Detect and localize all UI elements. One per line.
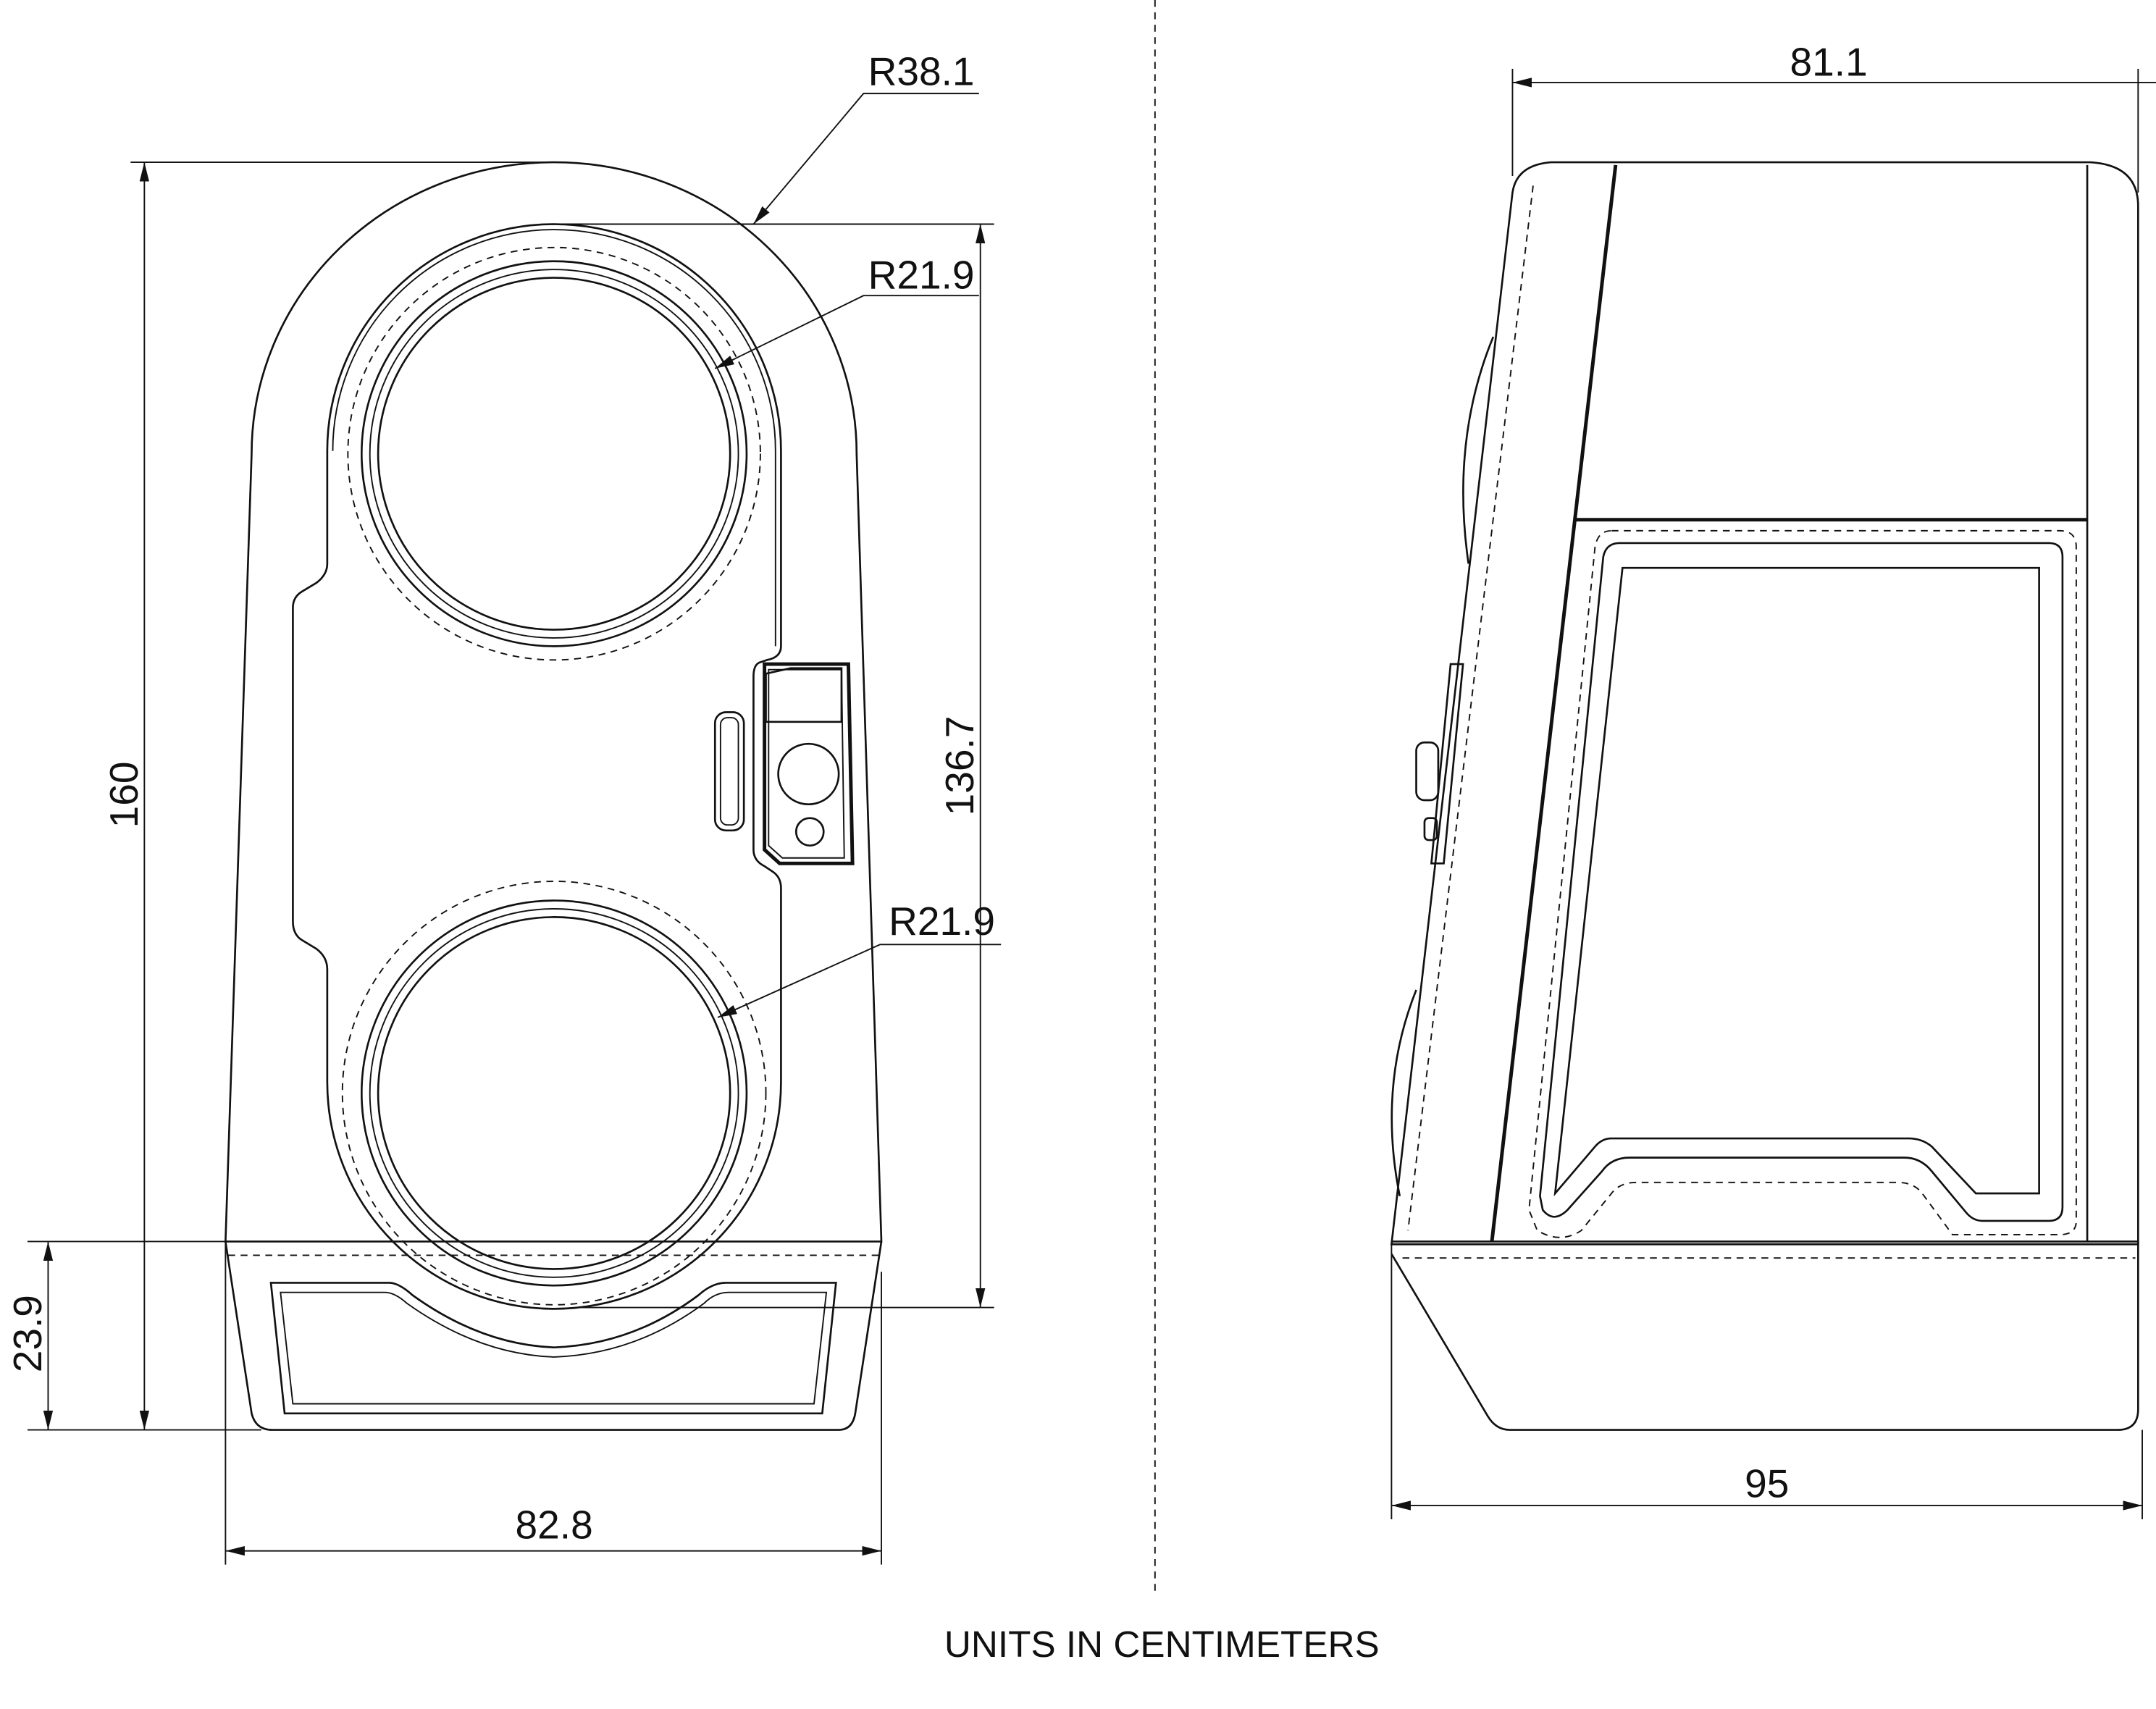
side-recess-outer bbox=[1539, 542, 2064, 1222]
upper-woofer-bulge bbox=[1462, 336, 1495, 564]
base-recess-outer bbox=[269, 1282, 837, 1415]
dim-top-radius: R38.1 bbox=[868, 49, 975, 94]
front-panel-outline bbox=[292, 223, 782, 1310]
control-panel bbox=[713, 662, 855, 865]
dim-top-depth: 81.1 bbox=[1790, 39, 1868, 84]
side-recess-dashed bbox=[1528, 529, 2077, 1238]
dim-panel-height: 136.7 bbox=[937, 716, 982, 816]
front-body-outline bbox=[224, 161, 883, 1243]
units-note: UNITS IN CENTIMETERS bbox=[944, 1624, 1380, 1665]
dim-base-width: 82.8 bbox=[516, 1503, 593, 1548]
lower-woofer-bulge bbox=[1391, 989, 1417, 1197]
front-panel-inner bbox=[332, 229, 776, 647]
dim-overall-height: 160 bbox=[101, 761, 146, 828]
side-dimensions: 81.1 95 bbox=[1391, 39, 2156, 1519]
side-base bbox=[1391, 1240, 2139, 1431]
front-view: 160 23.9 136.7 82.8 R38.1 R21.9 R21.9 bbox=[5, 49, 1002, 1565]
side-panel-divider bbox=[1490, 164, 1618, 1242]
dim-lower-woofer-radius: R21.9 bbox=[889, 899, 995, 944]
display-window bbox=[765, 667, 843, 723]
side-recess-inner bbox=[1553, 566, 2040, 1197]
side-control-strip bbox=[1430, 663, 1464, 865]
dim-base-height: 23.9 bbox=[5, 1295, 50, 1372]
side-body-outline bbox=[1390, 161, 2139, 1246]
front-base bbox=[225, 1241, 883, 1431]
base-recess-inner bbox=[280, 1291, 828, 1405]
side-volume-knob bbox=[1415, 741, 1440, 802]
upper-woofer bbox=[347, 246, 761, 661]
side-slot bbox=[713, 711, 745, 832]
dim-upper-woofer-radius: R21.9 bbox=[868, 253, 975, 298]
front-dimensions: 160 23.9 136.7 82.8 R38.1 R21.9 R21.9 bbox=[5, 49, 1002, 1565]
headphone-jack bbox=[794, 817, 825, 847]
lower-woofer bbox=[341, 881, 767, 1306]
volume-knob bbox=[777, 742, 840, 806]
side-view: 81.1 95 bbox=[1390, 39, 2156, 1519]
dim-base-depth: 95 bbox=[1745, 1461, 1789, 1506]
side-jack bbox=[1423, 817, 1438, 841]
